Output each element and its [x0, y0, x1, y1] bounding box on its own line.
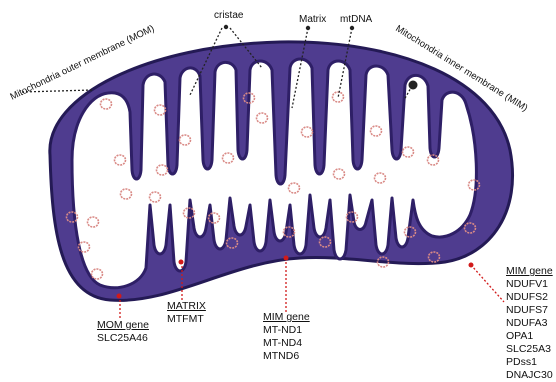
mim-pointer-dot [409, 81, 418, 90]
label-matrix: Matrix [299, 14, 326, 25]
mim-right-gene-item: NDUFV1 [506, 278, 553, 291]
mim-center-gene-item: MTND6 [263, 350, 310, 363]
mim-right-gene-header: MIM gene [506, 265, 553, 278]
red-dot-marker-icon [284, 256, 289, 261]
mom-gene-list: MOM gene SLC25A46 [97, 319, 149, 345]
mim-right-gene-item: NDUFA3 [506, 317, 553, 330]
red-dot-marker-icon [179, 260, 184, 265]
red-dot-marker-icon [469, 263, 474, 268]
label-cristae: cristae [214, 10, 244, 21]
mom-gene-header: MOM gene [97, 319, 149, 332]
mom-gene-item: SLC25A46 [97, 332, 149, 345]
mim-center-gene-item: MT-ND4 [263, 337, 310, 350]
mim-right-gene-item: SLC25A3 [506, 343, 553, 356]
mim-right-gene-item: NDUFS2 [506, 291, 553, 304]
matrix-pointer-dot [306, 26, 310, 30]
mim-right-gene-item: NDUFS7 [506, 304, 553, 317]
cristae-pointer-dot [224, 25, 228, 29]
label-mtdna: mtDNA [340, 14, 373, 25]
mim-center-gene-item: MT-ND1 [263, 324, 310, 337]
mim-right-gene-item: OPA1 [506, 330, 553, 343]
mim-right-gene-list: MIM gene NDUFV1 NDUFS2 NDUFS7 NDUFA3 OPA… [506, 265, 553, 382]
mim-right-gene-item: DNAJC30 [506, 369, 553, 382]
mtdna-pointer-dot [350, 26, 354, 30]
mim-right-gene-leader [471, 265, 504, 302]
matrix-gene-item: MTFMT [167, 313, 206, 326]
mim-center-gene-header: MIM gene [263, 311, 310, 324]
matrix-gene-list: MATRIX MTFMT [167, 300, 206, 326]
mim-right-gene-item: PDss1 [506, 356, 553, 369]
matrix-gene-header: MATRIX [167, 300, 206, 313]
mim-center-gene-list: MIM gene MT-ND1 MT-ND4 MTND6 [263, 311, 310, 363]
red-dot-marker-icon [117, 294, 122, 299]
